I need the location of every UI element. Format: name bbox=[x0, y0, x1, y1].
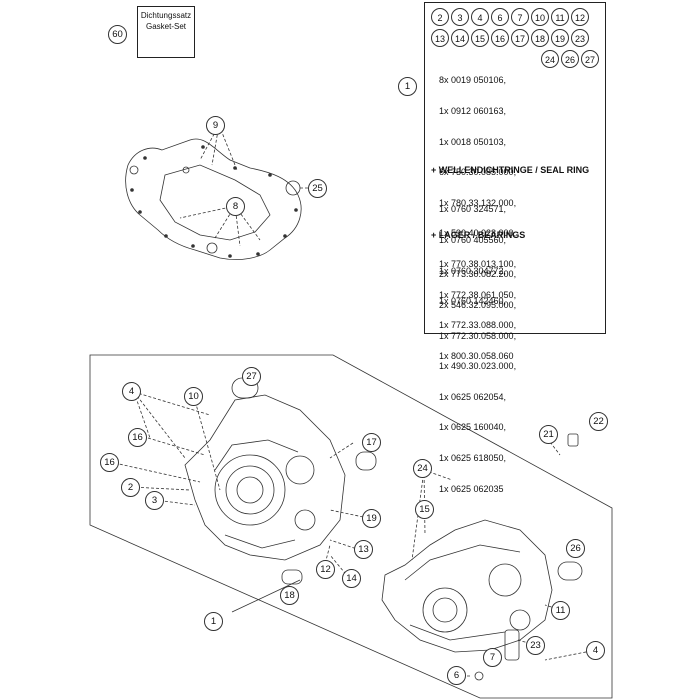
part-line: 1x 772.30.058.000, bbox=[439, 330, 517, 341]
part-chip: 2 bbox=[431, 8, 449, 26]
callout-16-lower: 16 bbox=[100, 453, 119, 472]
callout-12: 12 bbox=[316, 560, 335, 579]
right-crankcase bbox=[381, 519, 553, 653]
callout-8: 8 bbox=[226, 197, 245, 216]
part-line: 1x 0625 160040, bbox=[439, 422, 507, 433]
part-line: 1x 0912 060163, bbox=[439, 106, 507, 117]
part-chip: 17 bbox=[511, 29, 529, 47]
callout-25: 25 bbox=[308, 179, 327, 198]
callout-6: 6 bbox=[447, 666, 466, 685]
callout-27: 27 bbox=[242, 367, 261, 386]
part-line: 2x 773.30.082.200, bbox=[439, 269, 517, 280]
callout-13: 13 bbox=[354, 540, 373, 559]
bearings-list: 2x 773.30.082.200, 2x 546.32.095.000, 1x… bbox=[439, 249, 516, 514]
part-chip: 13 bbox=[431, 29, 449, 47]
callout-10: 10 bbox=[184, 387, 203, 406]
part-list-main: 8x 0019 050106, 1x 0912 060163, 1x 0018 … bbox=[439, 55, 516, 382]
part-line: 1x 770.38.013.100, bbox=[439, 259, 517, 270]
part-chips-row-2: 13 14 15 16 17 18 19 23 bbox=[431, 29, 589, 47]
callout-14: 14 bbox=[342, 569, 361, 588]
gasket-kit-box: Dichtungssatz Gasket-Set bbox=[137, 6, 195, 58]
callout-18: 18 bbox=[280, 586, 299, 605]
callout-23: 23 bbox=[526, 636, 545, 655]
left-crankcase bbox=[184, 394, 346, 561]
part-chip: 3 bbox=[451, 8, 469, 26]
bearings-heading: + LAGER / BEARINGS bbox=[431, 230, 526, 240]
part-chips-row-3: 24 26 27 bbox=[541, 50, 599, 68]
callout-24: 24 bbox=[413, 459, 432, 478]
part-line: 1x 0625 618050, bbox=[439, 453, 507, 464]
part-line: 2x 546.32.095.000, bbox=[439, 300, 517, 311]
part-chip: 23 bbox=[571, 29, 589, 47]
part-chips-row-1: 2 3 4 6 7 10 11 12 bbox=[431, 8, 589, 26]
part-line: 1x 0625 062035 bbox=[439, 483, 504, 494]
part-line: 1x 0760 304772, bbox=[439, 265, 507, 276]
part-line: 1x 0018 050103, bbox=[439, 136, 507, 147]
part-chip: 10 bbox=[531, 8, 549, 26]
part-chip: 14 bbox=[451, 29, 469, 47]
gasket-outline bbox=[125, 138, 302, 260]
callout-3: 3 bbox=[145, 491, 164, 510]
callout-7: 7 bbox=[483, 648, 502, 667]
part-line: 1x 800.30.058.060 bbox=[439, 350, 514, 361]
assembly-frame bbox=[89, 354, 613, 699]
callout-26: 26 bbox=[566, 539, 585, 558]
part-line: 1x 780.33.132.000, bbox=[439, 197, 517, 208]
seal-ring-list: 1x 0760 324571, 1x 0760 405560, 1x 0760 … bbox=[439, 184, 506, 327]
gasket-kit-label-de: Dichtungssatz bbox=[140, 11, 192, 20]
callout-gasket-kit: 60 bbox=[108, 25, 127, 44]
callout-4-left: 4 bbox=[122, 382, 141, 401]
callout-2: 2 bbox=[121, 478, 140, 497]
callout-4-right: 4 bbox=[586, 641, 605, 660]
callout-16-upper: 16 bbox=[128, 428, 147, 447]
part-chip: 18 bbox=[531, 29, 549, 47]
part-chip: 12 bbox=[571, 8, 589, 26]
part-chip: 19 bbox=[551, 29, 569, 47]
part-chip: 15 bbox=[471, 29, 489, 47]
gasket-kit-label-en: Gasket-Set bbox=[145, 22, 186, 31]
part-chip: 6 bbox=[491, 8, 509, 26]
callout-19: 19 bbox=[362, 509, 381, 528]
seal-ring-heading: + WELLENDICHTRINGE / SEAL RING bbox=[431, 165, 590, 175]
part-line: 1x 490.30.023.000, bbox=[439, 361, 517, 372]
callout-17: 17 bbox=[362, 433, 381, 452]
part-line: 1x 0760 324571, bbox=[439, 204, 507, 215]
callout-11: 11 bbox=[551, 601, 570, 620]
part-line: 1x 772.38.061.050, bbox=[439, 289, 517, 300]
part-line: 1x 772.33.088.000, bbox=[439, 320, 517, 331]
part-line: 1x 0625 062054, bbox=[439, 391, 507, 402]
part-chip: 16 bbox=[491, 29, 509, 47]
part-line: 1x 590.40.028.000, bbox=[439, 228, 517, 239]
part-chip: 26 bbox=[561, 50, 579, 68]
part-chip: 24 bbox=[541, 50, 559, 68]
part-line: 8x 0019 050106, bbox=[439, 75, 507, 86]
callout-15: 15 bbox=[415, 500, 434, 519]
part-line: 1x 0760 405560, bbox=[439, 235, 507, 246]
callout-21: 21 bbox=[539, 425, 558, 444]
parts-list-panel: 2 3 4 6 7 10 11 12 13 14 15 16 17 18 19 … bbox=[424, 2, 606, 494]
part-chip: 11 bbox=[551, 8, 569, 26]
callout-9: 9 bbox=[206, 116, 225, 135]
part-line: 6x 750.30.085.000, bbox=[439, 167, 517, 178]
callout-1: 1 bbox=[204, 612, 223, 631]
part-chip: 7 bbox=[511, 8, 529, 26]
part-chip: 27 bbox=[581, 50, 599, 68]
part-chip: 4 bbox=[471, 8, 489, 26]
callout-parts-panel: 1 bbox=[398, 77, 417, 96]
callout-22: 22 bbox=[589, 412, 608, 431]
part-line: 1x 0760 142460, bbox=[439, 296, 507, 307]
